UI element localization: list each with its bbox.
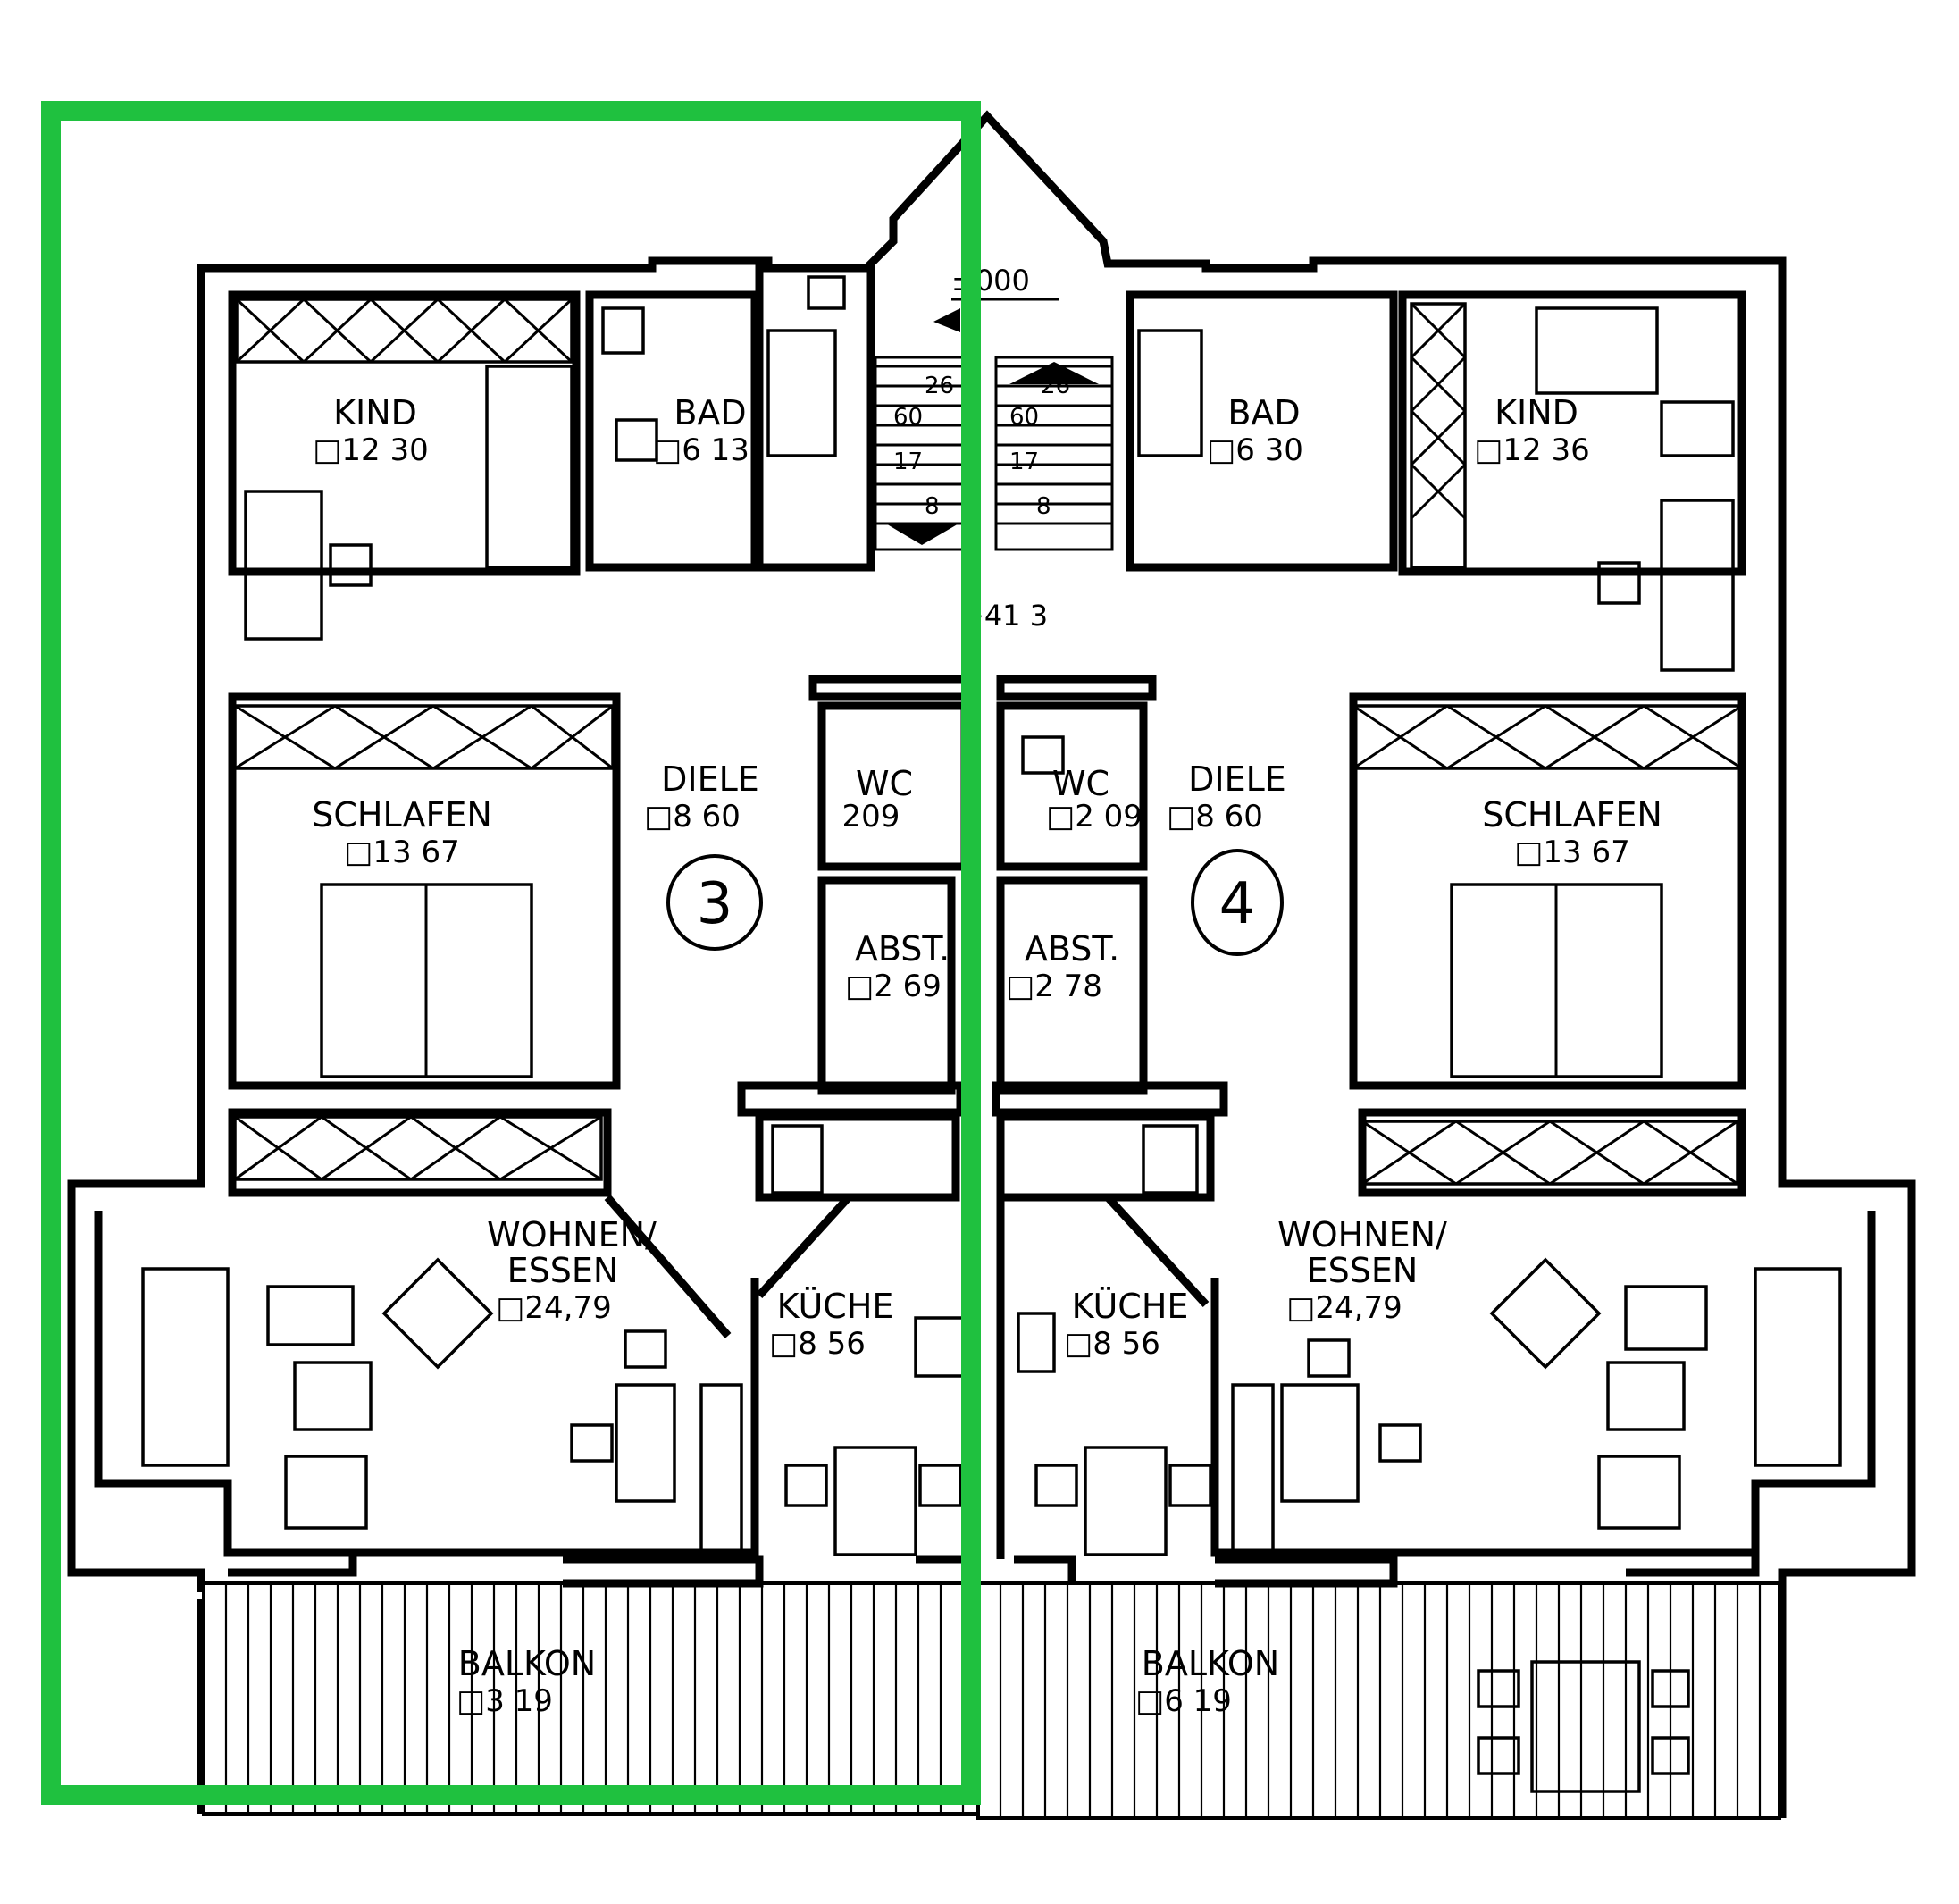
room-name-bad: BAD	[674, 393, 746, 432]
room-area-abst: □2 78	[1006, 969, 1102, 1004]
room-area-kueche: □8 56	[769, 1326, 866, 1362]
room-name-kind: KIND	[1494, 393, 1578, 432]
room-area-abst: □2 69	[845, 969, 942, 1004]
room-area-diele: □8 60	[1167, 799, 1263, 835]
room-area-diele: □8 60	[644, 799, 741, 835]
unit-3-fixtures	[141, 275, 967, 1556]
left-step-3: 26	[925, 373, 954, 399]
left-step-2: 60	[893, 404, 923, 431]
room-name-balkon: BALKON	[458, 1644, 596, 1683]
unit-number: 4	[1219, 871, 1256, 937]
room-area-schlafen: □13 67	[1514, 835, 1629, 870]
unit-4-fixtures	[1017, 302, 1842, 1793]
right-step-0: 8	[1036, 493, 1051, 520]
room-name-essen: ESSEN	[1307, 1251, 1419, 1290]
room-name-bad: BAD	[1227, 393, 1300, 432]
unit-4-labels: KIND □12 36 BAD □6 30 DIELE □8 60 WC □2 …	[1006, 393, 1662, 1719]
balcony-decking	[202, 1581, 1781, 1820]
right-step-3: 26	[1041, 373, 1070, 399]
unit-number: 3	[697, 871, 733, 937]
balcony-outline	[976, 1581, 1781, 1820]
room-area-bad: □6 30	[1207, 432, 1303, 468]
stair-labels: ±000 +41 3 8 17 60 26 8 17 60 26	[893, 264, 1070, 633]
unit-number-circle	[666, 854, 763, 951]
exterior-walls	[67, 110, 1916, 1818]
room-name-wohnen: WOHNEN/	[487, 1215, 657, 1254]
room-area-wohnen: □24,79	[496, 1290, 611, 1326]
room-name-wohnen: WOHNEN/	[1277, 1215, 1447, 1254]
room-name-diele: DIELE	[1188, 759, 1286, 799]
room-area-kind: □12 30	[313, 432, 428, 468]
room-area-wc: □2 09	[1046, 799, 1143, 835]
room-area-bad: □6 13	[653, 432, 749, 468]
room-area-schlafen: □13 67	[344, 835, 459, 870]
room-name-kind: KIND	[333, 393, 417, 432]
room-name-schlafen: SCHLAFEN	[1482, 795, 1662, 835]
room-name-schlafen: SCHLAFEN	[312, 795, 492, 835]
room-name-kueche: KÜCHE	[777, 1287, 894, 1326]
selection-highlight-frame	[41, 101, 981, 1805]
room-area-wc: 209	[842, 799, 900, 835]
room-name-kueche: KÜCHE	[1072, 1287, 1189, 1326]
room-area-balkon: □3 19	[456, 1683, 553, 1719]
room-name-wc: WC	[1052, 764, 1109, 803]
right-step-1: 17	[1009, 449, 1039, 475]
room-area-kueche: □8 56	[1064, 1326, 1160, 1362]
balcony-outline	[202, 1581, 980, 1816]
unit-3-walls	[94, 264, 974, 1559]
left-step-1: 17	[893, 449, 923, 475]
room-area-balkon: □6 19	[1135, 1683, 1232, 1719]
room-name-abst: ABST.	[855, 929, 950, 969]
room-name-diele: DIELE	[661, 759, 759, 799]
unit-3-labels: KIND □12 30 BAD □6 13 DIELE □8 60 WC 209…	[312, 393, 950, 1719]
room-name-balkon: BALKON	[1142, 1644, 1279, 1683]
right-step-2: 60	[1009, 404, 1039, 431]
room-name-essen: ESSEN	[507, 1251, 619, 1290]
unit-4-walls	[992, 290, 1876, 1559]
room-name-wc: WC	[856, 764, 913, 803]
room-area-kind: □12 36	[1474, 432, 1589, 468]
unit-number-circle	[1191, 849, 1284, 956]
room-area-wohnen: □24,79	[1286, 1290, 1402, 1326]
room-name-abst: ABST.	[1025, 929, 1119, 969]
left-step-0: 8	[925, 493, 940, 520]
